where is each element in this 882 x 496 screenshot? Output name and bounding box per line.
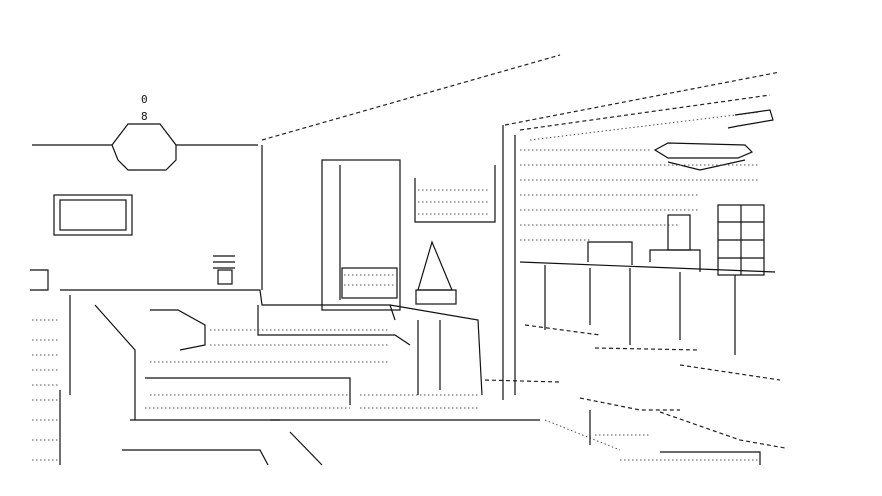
- side-table: [360, 304, 483, 409]
- window-glass: [502, 125, 760, 400]
- floor-rug: [270, 379, 786, 465]
- city-buildings: [587, 204, 765, 276]
- left-wall-texture: [32, 319, 61, 465]
- lamp-chain-bottom: 8: [141, 110, 148, 123]
- ceiling-lines: [261, 54, 781, 141]
- sofa: [30, 269, 411, 466]
- potted-plant: [213, 255, 235, 285]
- window-clouds: [653, 109, 774, 171]
- table-lamp: [415, 240, 457, 305]
- pendant-lamp: 0 8: [32, 93, 258, 171]
- lamp-chain-top: 0: [141, 93, 148, 106]
- wall-screen: [414, 165, 496, 223]
- dining-table-set: [519, 261, 781, 381]
- wall-cabinet: [261, 145, 401, 311]
- wall-picture-frame: [53, 194, 133, 236]
